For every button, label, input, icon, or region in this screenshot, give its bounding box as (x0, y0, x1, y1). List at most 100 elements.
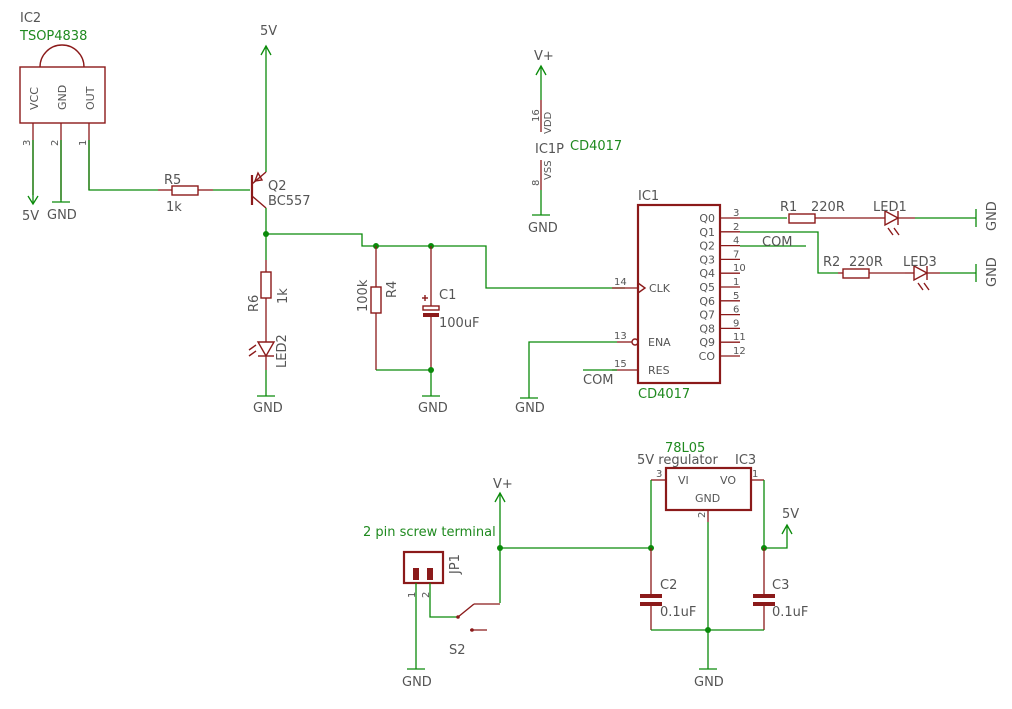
ic1-pin-q7-number: 6 (733, 305, 739, 316)
ic1-pin-q5-number: 1 (733, 277, 739, 288)
ic3-pin-gnd-label: GND (695, 492, 720, 505)
ic1-pin-q4-label: Q4 (699, 267, 715, 280)
jp1-gnd-label: GND (402, 675, 432, 690)
led2-diode (248, 330, 276, 370)
ic1p-name: IC1P (535, 142, 564, 157)
wire-q2-to-clk (266, 233, 625, 289)
q2-name: Q2 (268, 179, 287, 194)
r1-resistor (788, 213, 870, 224)
ena-gnd-label: GND (515, 401, 545, 416)
r2-resistor (838, 268, 905, 279)
ic1-pin-q1-label: Q1 (699, 226, 715, 239)
vo-supply-arrow (781, 523, 793, 535)
ic1-pin-q9-label: Q9 (699, 336, 715, 349)
ic1-pin-q1-number: 2 (733, 222, 739, 233)
r6-resistor (260, 260, 272, 330)
ic1-pin-ena-label: ENA (648, 336, 671, 349)
ic3-value: 78L05 (665, 441, 705, 456)
ic1-pin-res-label: RES (648, 364, 670, 377)
r5-resistor (158, 185, 213, 196)
ic1-clk-edge-marker (637, 282, 647, 294)
ic3-pin2-number: 2 (697, 512, 708, 518)
ic1-pin-q6-label: Q6 (699, 295, 715, 308)
ic1-pin-q3-label: Q3 (699, 253, 715, 266)
led1-diode (870, 209, 915, 236)
r1-name: R1 (780, 200, 797, 215)
ic1-pin-co-number: 12 (733, 346, 746, 357)
r4-value: 100k (356, 279, 371, 312)
ic2-pin-out-label: OUT (84, 86, 97, 110)
r4-resistor (370, 246, 382, 370)
jp1-label: 2 pin screw terminal (363, 525, 496, 540)
c1-name: C1 (439, 288, 456, 303)
ic1-pin-q0-number: 3 (733, 208, 739, 219)
ic1-body (636, 203, 722, 385)
jp1-name: JP1 (448, 554, 463, 575)
jp1-contact-2 (427, 568, 433, 580)
ic1p-vdd-label: VDD (543, 111, 554, 134)
ic1p-vplus-label: V+ (534, 49, 554, 64)
wire-vo-rail (763, 480, 788, 549)
wire-ic2-out-r5 (88, 140, 158, 191)
r5-value: 1k (166, 200, 182, 215)
c3-name: C3 (772, 578, 789, 593)
ic1p-vss-label: VSS (543, 160, 554, 180)
q2-supply-label: 5V (260, 24, 277, 39)
ic1p-pin16-number: 16 (531, 109, 542, 122)
c3-value: 0.1uF (772, 605, 808, 620)
vo-supply-label: 5V (782, 507, 799, 522)
r5-name: R5 (164, 173, 181, 188)
ic1-pin-q0-label: Q0 (699, 212, 715, 225)
ic1-ena-inversion-bubble (631, 338, 639, 346)
jp1-contact-1 (413, 568, 419, 580)
ic2-value: TSOP4838 (19, 29, 87, 44)
ic2-gnd-label: GND (47, 208, 77, 223)
ic1-pin-q9-number: 11 (733, 332, 746, 343)
ic2-vcc-supply-label: 5V (22, 209, 39, 224)
led2-name: LED2 (275, 334, 290, 368)
ic1-pin-clk-label: CLK (649, 282, 671, 295)
ic2-pin-gnd-label: GND (56, 85, 69, 110)
ic1-pin-q8-label: Q8 (699, 322, 715, 335)
ic3-name: IC3 (735, 453, 756, 468)
q2-transistor (250, 171, 267, 209)
ic2-name: IC2 (20, 11, 41, 26)
wire-vi-rail (500, 480, 652, 549)
ic1p-value: CD4017 (570, 139, 622, 154)
ic1-name: IC1 (638, 189, 659, 204)
r4-name: R4 (385, 281, 400, 298)
vplus-input-label: V+ (493, 477, 513, 492)
q2-supply-arrow (260, 44, 272, 172)
ic1-pin-q7-label: Q7 (699, 309, 715, 322)
ic3-pin3-number: 3 (656, 469, 662, 480)
ic2-pin1-number: 1 (78, 140, 89, 146)
s2-name: S2 (449, 643, 466, 658)
q2-value: BC557 (268, 194, 311, 209)
ic1-pin-q3-number: 7 (733, 249, 739, 260)
c1-capacitor (422, 246, 440, 370)
s2-switch (429, 583, 500, 632)
ic1p-vplus-arrow (535, 64, 547, 100)
ic3-pin-vi-label: VI (678, 474, 689, 487)
c2-value: 0.1uF (660, 605, 696, 620)
ic3-pin-vo-label: VO (720, 474, 736, 487)
ic1-pin-q2-number: 4 (733, 236, 739, 247)
ic1-pin-co-label: CO (699, 350, 716, 363)
vplus-arrow-input (494, 491, 506, 603)
r2-name: R2 (823, 255, 840, 270)
ic1-value: CD4017 (638, 387, 690, 402)
ic1p-gnd-label: GND (528, 221, 558, 236)
wire-q1-r2 (740, 231, 838, 274)
led3-gnd-label: GND (985, 257, 1000, 287)
ic3-desc: 5V regulator (637, 453, 718, 468)
ic1-pin-q4-number: 10 (733, 263, 746, 274)
q2-com-label: COM (762, 235, 793, 250)
ic2-vcc-supply-arrow (27, 140, 39, 206)
c2-name: C2 (660, 578, 677, 593)
ic3-gnd-label: GND (694, 675, 724, 690)
c3-capacitor (753, 548, 775, 630)
c1-value: 100uF (439, 316, 480, 331)
